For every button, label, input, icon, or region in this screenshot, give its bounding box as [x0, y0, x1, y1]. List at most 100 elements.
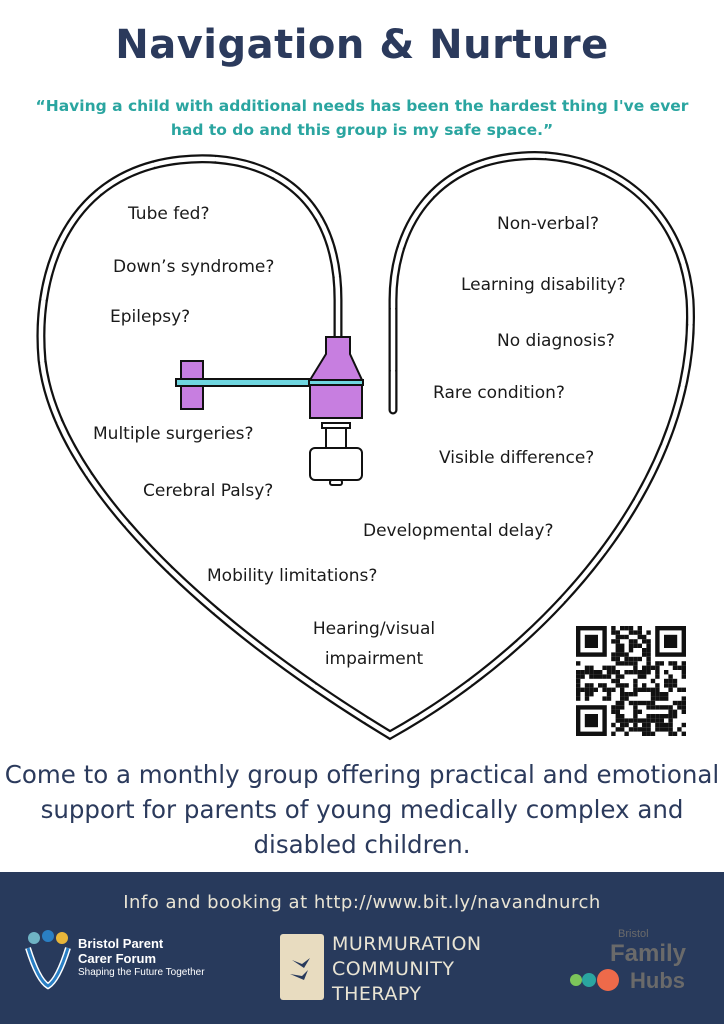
qr-module — [615, 639, 620, 644]
qr-module — [668, 705, 673, 710]
qr-module — [668, 687, 673, 692]
booking-info[interactable]: Info and booking at http://www.bit.ly/na… — [123, 892, 601, 913]
qr-module — [628, 643, 634, 648]
qr-module — [681, 665, 686, 670]
qr-module — [677, 665, 682, 670]
qr-module — [628, 670, 634, 675]
qr-module — [646, 700, 651, 706]
qr-module — [655, 661, 660, 666]
qr-module — [624, 634, 629, 640]
qr-module — [589, 683, 594, 688]
qr-module — [576, 674, 581, 679]
qr-module — [642, 652, 647, 657]
question-multiple-surgeries: Multiple surgeries? — [93, 424, 254, 444]
qr-module — [637, 670, 642, 675]
question-no-diagnosis: No diagnosis? — [497, 331, 615, 351]
qr-module — [646, 643, 651, 648]
qr-module — [664, 705, 669, 710]
qr-module — [677, 700, 682, 706]
qr-module — [620, 661, 625, 666]
qr-module — [576, 683, 581, 688]
qr-module — [584, 696, 590, 701]
qr-module — [611, 665, 616, 670]
qr-module — [655, 683, 660, 688]
qr-module — [646, 705, 651, 710]
qr-module — [611, 626, 616, 631]
qr-module — [606, 670, 612, 675]
qr-module — [633, 665, 638, 670]
qr-module — [668, 683, 673, 688]
qr-module — [646, 639, 651, 644]
qr-module — [628, 626, 634, 631]
qr-module — [633, 683, 638, 688]
qr-module — [655, 674, 660, 679]
qr-module — [646, 727, 651, 732]
qr-module — [637, 634, 642, 640]
qr-module — [672, 683, 678, 688]
qr-module — [672, 665, 678, 670]
question-cerebral-palsy: Cerebral Palsy? — [143, 481, 274, 501]
qr-finder-mark — [584, 634, 598, 648]
qr-module — [633, 714, 638, 719]
qr-module — [637, 674, 642, 679]
qr-module — [615, 643, 620, 648]
qr-module — [576, 678, 581, 684]
qr-module — [650, 665, 656, 670]
qr-module — [655, 714, 660, 719]
qr-module — [633, 727, 638, 732]
qr-module — [642, 700, 647, 706]
qr-module — [620, 705, 625, 710]
qr-code[interactable] — [576, 626, 686, 736]
qr-module — [606, 696, 612, 701]
qr-module — [584, 692, 590, 697]
qr-module — [642, 718, 647, 723]
qr-module — [611, 639, 616, 644]
qr-module — [593, 674, 598, 679]
qr-module — [637, 700, 642, 706]
qr-module — [620, 634, 625, 640]
testimonial-quote: “Having a child with additional needs ha… — [35, 97, 689, 139]
qr-module — [633, 630, 638, 635]
fh-line2: Family — [610, 940, 687, 967]
qr-module — [668, 731, 673, 736]
qr-module — [628, 661, 634, 666]
qr-module — [624, 652, 629, 657]
qr-module — [672, 661, 678, 666]
qr-module — [633, 643, 638, 648]
qr-module — [664, 727, 669, 732]
qr-module — [615, 709, 620, 714]
qr-module — [620, 722, 625, 728]
qr-module — [655, 687, 660, 692]
qr-module — [637, 630, 642, 635]
qr-module — [642, 683, 647, 688]
qr-module — [659, 714, 664, 719]
qr-module — [642, 670, 647, 675]
qr-module — [642, 648, 647, 653]
qr-module — [668, 674, 673, 679]
bpcf-line1: Bristol Parent — [78, 936, 164, 951]
qr-module — [655, 718, 660, 723]
question-visible-difference: Visible difference? — [439, 448, 595, 468]
qr-module — [637, 709, 642, 714]
qr-module — [628, 727, 634, 732]
qr-module — [642, 674, 647, 679]
qr-module — [668, 709, 673, 714]
qr-module — [602, 665, 607, 670]
qr-module — [615, 714, 620, 719]
qr-module — [642, 639, 647, 644]
qr-module — [611, 687, 616, 692]
question-hearing-visual: Hearing/visual impairment — [312, 619, 436, 669]
qr-module — [668, 727, 673, 732]
qr-module — [655, 670, 660, 675]
qr-module — [598, 674, 603, 679]
qr-module — [611, 678, 616, 684]
extension-set-connector — [175, 336, 364, 486]
qr-module — [650, 731, 656, 736]
footer: Info and booking at http://www.bit.ly/na… — [0, 872, 724, 1024]
qr-module — [589, 692, 594, 697]
qr-module — [620, 692, 625, 697]
qr-module — [602, 696, 607, 701]
qr-module — [659, 661, 664, 666]
qr-module — [659, 696, 664, 701]
qr-module — [664, 692, 669, 697]
